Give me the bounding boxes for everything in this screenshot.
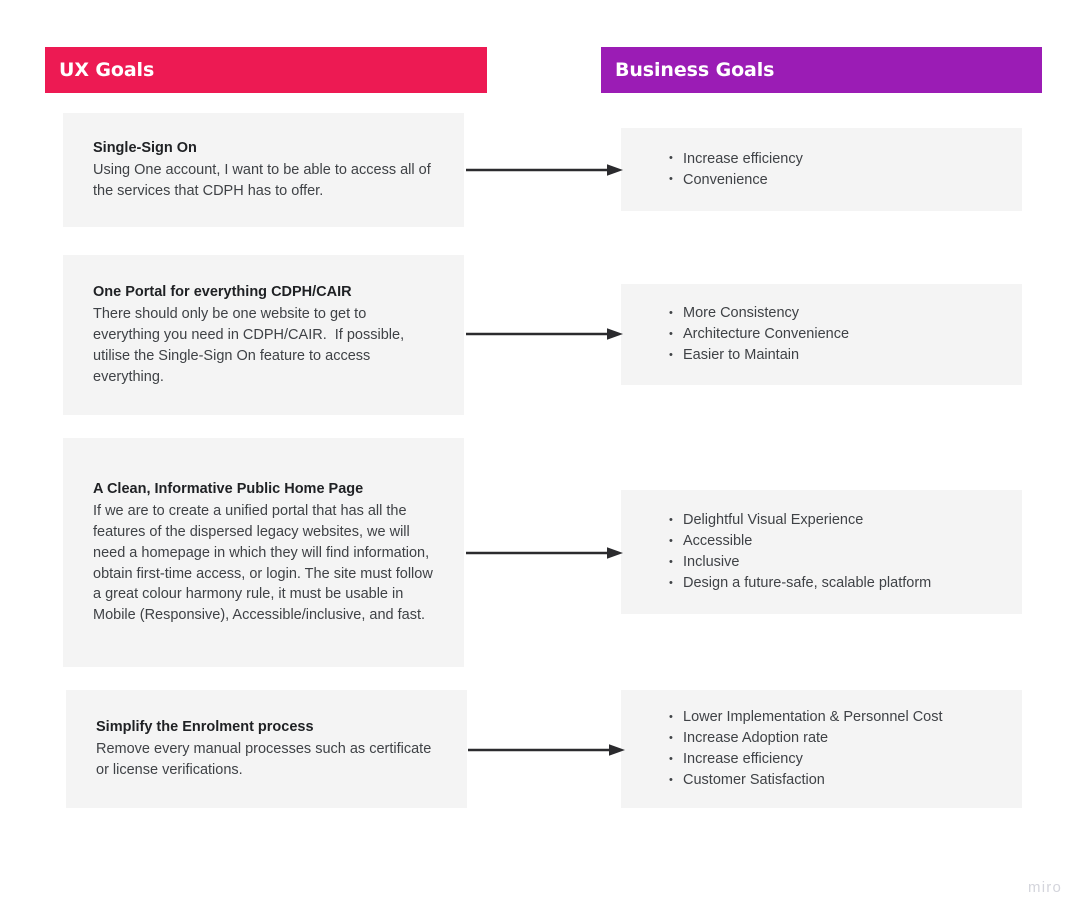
connector-arrow-icon (466, 162, 623, 178)
ux-goal-card-content: A Clean, Informative Public Home Page If… (63, 438, 464, 667)
business-goal-list-item: Lower Implementation & Personnel Cost (667, 707, 992, 728)
business-goal-card[interactable]: Lower Implementation & Personnel CostInc… (621, 690, 1022, 808)
ux-goals-column-header[interactable]: UX Goals (45, 47, 487, 93)
business-goal-list-item: Customer Satisfaction (667, 770, 992, 791)
business-goal-list: More ConsistencyArchitecture Convenience… (667, 303, 992, 366)
ux-goal-body: Remove every manual processes such as ce… (96, 741, 436, 778)
connector-arrow-icon (466, 545, 623, 561)
ux-goal-body: There should only be one website to get … (93, 306, 409, 385)
business-goal-card-content: Lower Implementation & Personnel CostInc… (621, 690, 1022, 808)
connector-arrow-icon (468, 742, 625, 758)
business-goal-list-item: Increase efficiency (667, 148, 992, 170)
business-goal-card[interactable]: More ConsistencyArchitecture Convenience… (621, 284, 1022, 385)
business-goal-list: Delightful Visual ExperienceAccessibleIn… (667, 510, 992, 594)
business-goal-list-item: More Consistency (667, 303, 992, 324)
business-goal-list-item: Convenience (667, 169, 992, 191)
business-goal-list-item: Inclusive (667, 552, 992, 573)
business-goal-list-item: Delightful Visual Experience (667, 510, 992, 531)
ux-goal-title: Simplify the Enrolment process (96, 719, 314, 736)
ux-goal-card-content: One Portal for everything CDPH/CAIR Ther… (63, 255, 464, 415)
ux-goals-column-title: UX Goals (59, 59, 155, 81)
business-goal-card[interactable]: Delightful Visual ExperienceAccessibleIn… (621, 490, 1022, 614)
business-goal-list-item: Accessible (667, 531, 992, 552)
business-goal-card-content: More ConsistencyArchitecture Convenience… (621, 284, 1022, 385)
business-goal-list-item: Increase Adoption rate (667, 728, 992, 749)
business-goal-list-item: Easier to Maintain (667, 345, 992, 366)
business-goal-list-item: Increase efficiency (667, 749, 992, 770)
business-goal-list-item: Design a future-safe, scalable platform (667, 573, 992, 594)
ux-goal-card[interactable]: Simplify the Enrolment process Remove ev… (66, 690, 467, 808)
ux-goal-card[interactable]: Single-Sign On Using One account, I want… (63, 113, 464, 227)
business-goals-column-header[interactable]: Business Goals (601, 47, 1042, 93)
connector-arrow-icon (466, 326, 623, 342)
ux-goal-card[interactable]: A Clean, Informative Public Home Page If… (63, 438, 464, 667)
ux-goal-title: Single-Sign On (93, 140, 197, 157)
business-goal-list: Lower Implementation & Personnel CostInc… (667, 707, 992, 791)
business-goal-list: Increase efficiencyConvenience (667, 148, 992, 191)
business-goals-column-title: Business Goals (615, 59, 775, 81)
ux-goal-card[interactable]: One Portal for everything CDPH/CAIR Ther… (63, 255, 464, 415)
business-goal-card[interactable]: Increase efficiencyConvenience (621, 128, 1022, 211)
ux-goal-title: One Portal for everything CDPH/CAIR (93, 284, 352, 301)
business-goal-card-content: Increase efficiencyConvenience (621, 128, 1022, 211)
ux-goal-card-content: Single-Sign On Using One account, I want… (63, 113, 464, 227)
miro-watermark: miro (1028, 879, 1062, 896)
ux-goal-title: A Clean, Informative Public Home Page (93, 481, 364, 498)
business-goal-card-content: Delightful Visual ExperienceAccessibleIn… (621, 490, 1022, 614)
business-goal-list-item: Architecture Convenience (667, 324, 992, 345)
ux-goal-body: If we are to create a unified portal tha… (93, 503, 437, 624)
ux-goal-card-content: Simplify the Enrolment process Remove ev… (66, 690, 467, 808)
ux-goal-body: Using One account, I want to be able to … (93, 162, 435, 199)
